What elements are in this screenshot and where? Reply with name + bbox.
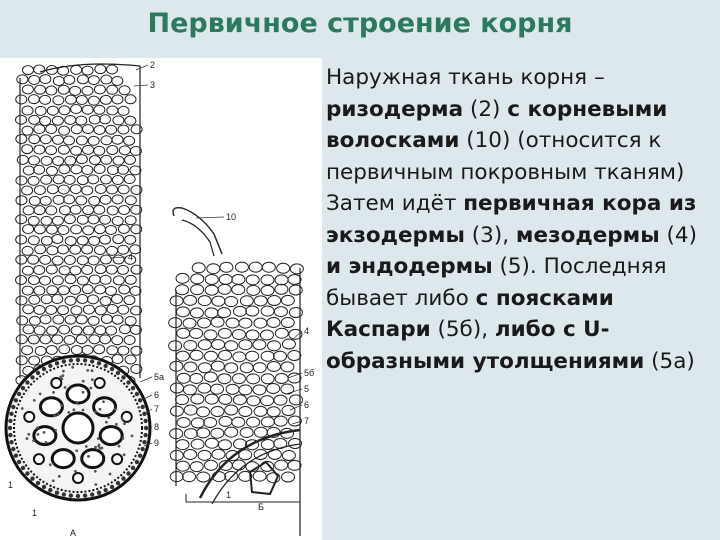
root-anatomy-drawing: 2 3 10 4 4 5б 5 6 7 5а 6 7 8 9 1 1А Б 1 [4,60,314,538]
figure-label: 1 [8,480,13,490]
figure-label: Б [258,502,264,512]
figure-label: 10 [226,212,236,222]
figure-label: 6 [154,390,159,400]
figure-label: 5 [304,384,309,394]
text-run: Затем идёт [326,191,464,216]
central-cylinder-cross-section [4,354,152,502]
figure-label: 1 [32,508,37,518]
figure-label: А [70,528,76,538]
text-run: (5б), [430,317,495,342]
paragraph: Затем идёт первичная кора из экзодермы (… [326,188,718,377]
slide-title: Первичное строение корня [147,8,573,39]
bold-term: первичная кора из экзодермы [326,191,697,248]
bold-term: и эндодермы [326,254,493,279]
figure-label: 7 [154,404,159,414]
figure-label: 8 [154,422,159,432]
figure-label: 4 [304,326,309,336]
paragraph: Наружная ткань корня – ризодерма (2) с к… [326,62,718,188]
figure-label: 9 [154,438,159,448]
figure-labels: 2 3 10 4 4 5б 5 6 7 5а 6 7 8 9 1 1А Б 1 [8,60,314,538]
bold-term: либо с U-образными утолщениями [326,317,645,374]
root-longitudinal-cells [15,63,143,386]
figure-label: 4 [128,252,133,262]
body-text: Наружная ткань корня – ризодерма (2) с к… [326,62,718,377]
figure-label: 3 [150,80,155,90]
figure-label: 5а [154,372,164,382]
bold-term: ризодерма [326,96,464,122]
figure-label: 5б [304,368,314,378]
figure-label: 1 [226,490,231,500]
text-run: (4) [659,222,697,248]
text-run: (5а) [644,348,695,374]
figure-label: 6 [304,400,309,410]
text-run: (3), [464,222,516,248]
bold-term: с корневыми волосками [326,96,668,154]
figure-label: 2 [150,60,155,70]
root-hair-section-cells [168,206,304,536]
text-run: (2) [463,96,508,122]
text-run: (5). Последняя бывает либо [326,254,667,311]
figure-label: 7 [304,416,309,426]
text-run: (10) (относится к первичным покровным тк… [326,128,685,185]
text-run: Наружная ткань корня – [326,65,605,90]
bold-term: с поясками Каспари [326,285,614,343]
bold-term: мезодермы [515,222,660,248]
